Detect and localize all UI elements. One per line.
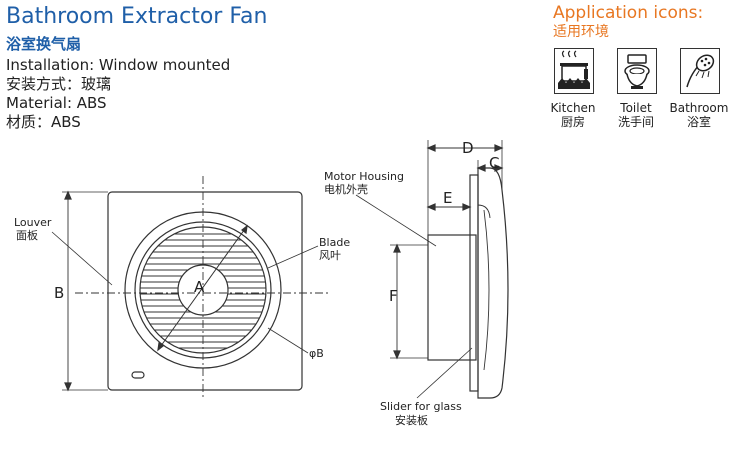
dimension-d: D xyxy=(462,139,474,157)
blade-label: Blade xyxy=(319,236,351,249)
side-view xyxy=(355,140,509,399)
dimension-e: E xyxy=(443,189,453,207)
spec-material: Material: ABS xyxy=(6,94,107,112)
motor-housing xyxy=(427,234,477,361)
louver-label: Louver xyxy=(14,216,52,229)
phi-b-label: φB xyxy=(309,347,324,360)
dimension-a: A xyxy=(194,278,205,296)
kitchen-label: Kitchen xyxy=(550,101,596,115)
toilet-icon xyxy=(617,48,657,94)
spec-material-cn: 材质：ABS xyxy=(6,113,81,131)
product-title: Bathroom Extractor Fan xyxy=(6,4,268,29)
product-title-cn: 浴室换气扇 xyxy=(6,35,82,53)
dimension-c: C xyxy=(489,154,500,172)
spec-installation-cn: 安装方式：玻璃 xyxy=(6,75,112,93)
slider-plate xyxy=(469,174,479,392)
dimension-f: F xyxy=(389,287,398,305)
toilet-label: Toilet xyxy=(620,101,652,115)
bathroom-label: Bathroom xyxy=(669,101,729,115)
front-view xyxy=(51,176,330,400)
bathroom-icon xyxy=(680,48,720,94)
application-title-cn: 适用环境 xyxy=(553,24,609,40)
motor-housing-label-cn: 电机外壳 xyxy=(324,183,368,196)
slider-label: Slider for glass xyxy=(380,400,462,413)
slider-label-cn: 安装板 xyxy=(395,414,428,427)
dimension-b: B xyxy=(54,284,65,302)
kitchen-icon xyxy=(554,48,594,94)
louver-label-cn: 面板 xyxy=(16,229,38,242)
toilet-label-cn: 洗手间 xyxy=(617,115,654,129)
louver-profile xyxy=(477,167,509,399)
spec-installation: Installation: Window mounted xyxy=(6,56,231,74)
kitchen-label-cn: 厨房 xyxy=(560,115,585,129)
application-title: Application icons: xyxy=(553,3,704,23)
bathroom-label-cn: 浴室 xyxy=(686,115,711,129)
motor-housing-label: Motor Housing xyxy=(324,170,404,183)
blade-label-cn: 风叶 xyxy=(319,249,341,262)
louver-panel xyxy=(107,191,303,391)
